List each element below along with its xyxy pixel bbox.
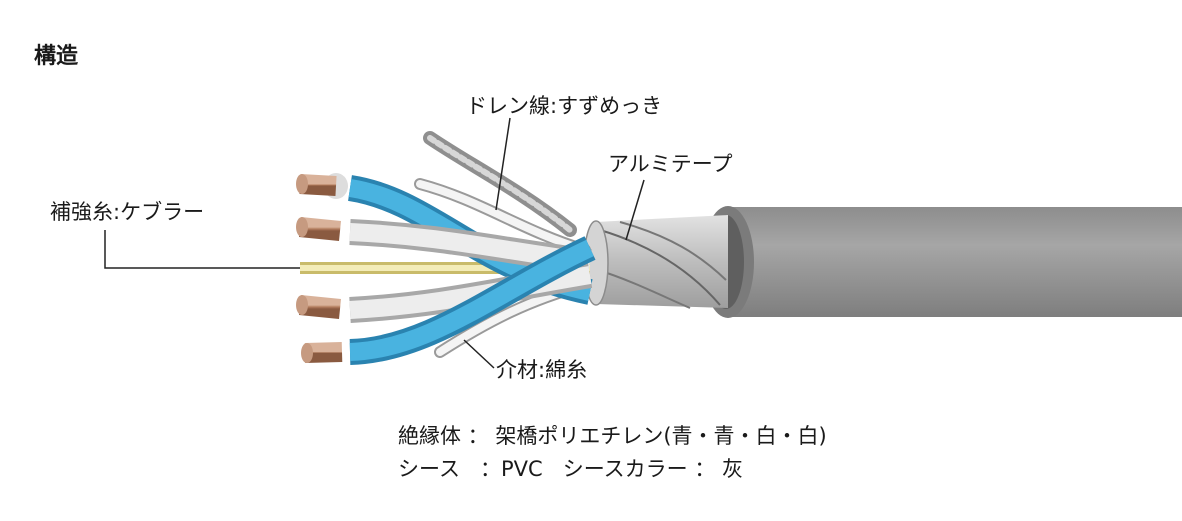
insulation-label: 絶縁体 — [398, 424, 461, 448]
insulation-spec: 絶縁体 ： 架橋ポリエチレン(青・青・白・白) — [398, 424, 827, 448]
kevlar-label: 補強糸:ケブラー — [50, 200, 205, 224]
sheath-spec: シース ：PVC シースカラー ： 灰 — [398, 457, 744, 481]
outer-sheath — [702, 206, 1182, 318]
section-heading: 構造 — [34, 44, 79, 69]
filler-label: 介材:綿糸 — [496, 358, 588, 382]
sheath-color-value: 灰 — [722, 457, 744, 481]
drain-wire-label: ドレン線:すずめっき — [466, 94, 663, 118]
aluminum-tape — [583, 215, 728, 309]
sheath-color-label: シースカラー — [562, 457, 688, 481]
leader-lines — [104, 117, 645, 369]
white-conductor-2 — [296, 262, 593, 323]
sheath-value: PVC — [500, 457, 543, 481]
blue-conductor-2 — [301, 236, 596, 365]
sheath-label: シース — [398, 457, 460, 481]
drain-wire — [423, 131, 577, 237]
insulation-value: 架橋ポリエチレン(青・青・白・白) — [495, 424, 827, 448]
aluminum-tape-label: アルミテープ — [608, 152, 733, 176]
